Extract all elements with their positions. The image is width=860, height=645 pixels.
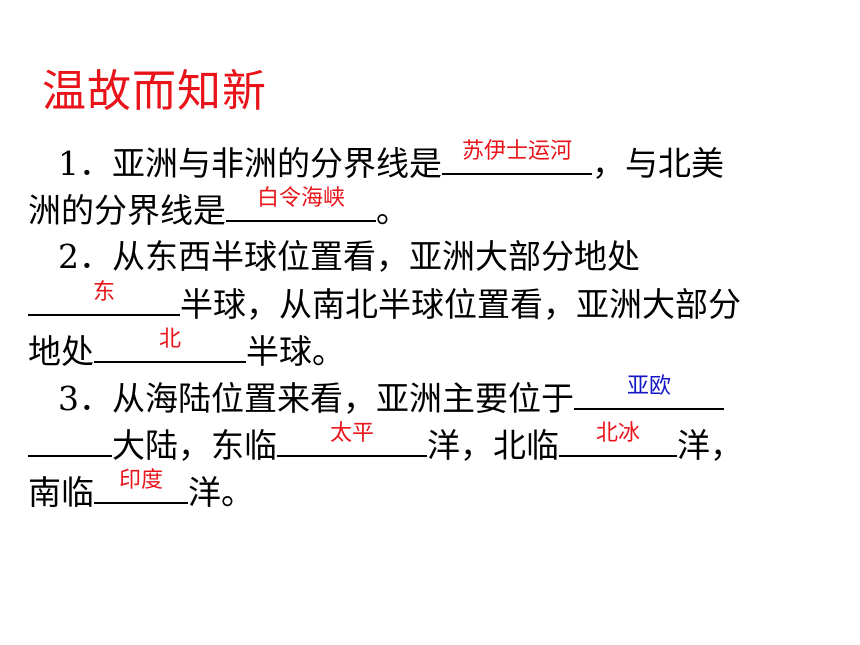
q3-answer-continent: 亚欧: [626, 374, 671, 399]
q3-blank-east: 太平: [277, 421, 427, 457]
q2-answer-ns: 北: [158, 327, 181, 352]
q1-blank-america: 白令海峡: [226, 186, 376, 222]
q3-line3-suffix: 洋。: [188, 473, 254, 512]
q2-line1-text: 2．从东西半球位置看，亚洲大部分地处: [58, 237, 640, 276]
q3-line1-prefix: 3．从海陆位置来看，亚洲主要位于: [58, 379, 574, 418]
q3-line2-c: 洋，: [677, 426, 743, 465]
q1-answer-america: 白令海峡: [256, 186, 345, 211]
q3-line3: 南临印度洋。: [28, 468, 254, 513]
q3-blank-continent-cont: [28, 425, 112, 457]
page-title: 温故而知新: [42, 66, 267, 117]
q3-blank-south: 印度: [94, 468, 188, 504]
q3-answer-east: 太平: [329, 421, 374, 446]
q2-blank-ew: 东: [28, 280, 180, 316]
q2-line2: 东 半球，从南北半球位置看，亚洲大部分: [28, 280, 741, 325]
q1-answer-africa: 苏伊士运河: [461, 139, 572, 164]
q3-line3-prefix: 南临: [28, 473, 94, 512]
q2-answer-ew: 东: [92, 280, 115, 305]
q3-line2: 大陆，东临 太平 洋，北临 北冰 洋，: [28, 421, 743, 466]
q3-blank-continent: 亚欧: [574, 374, 724, 410]
q3-line2-a: 大陆，东临: [112, 426, 277, 465]
q1-line1: 1．亚洲与非洲的分界线是苏伊士运河 ，与北美: [58, 139, 724, 184]
q2-blank-ns: 北: [94, 327, 246, 363]
q2-line2-text: 半球，从南北半球位置看，亚洲大部分: [180, 285, 741, 324]
q3-answer-south: 印度: [118, 468, 163, 493]
q1-line2: 洲的分界线是 白令海峡 。: [28, 186, 409, 231]
q1-prefix: 1．亚洲与非洲的分界线是: [58, 144, 442, 183]
q2-line3: 地处 北 半球。: [28, 327, 345, 372]
q3-blank-north: 北冰: [559, 421, 677, 457]
q2-line1: 2．从东西半球位置看，亚洲大部分地处: [58, 237, 640, 277]
q3-answer-north: 北冰: [595, 421, 640, 446]
q1-line2-prefix: 洲的分界线是: [28, 191, 226, 230]
q2-line3-prefix: 地处: [28, 332, 94, 371]
q1-blank-africa: 苏伊士运河: [442, 139, 592, 175]
q2-line3-suffix: 半球。: [246, 332, 345, 371]
q1-line2-suffix: 。: [376, 191, 409, 230]
q1-mid: ，与北美: [592, 144, 724, 183]
q3-line1: 3．从海陆位置来看，亚洲主要位于 亚欧: [58, 374, 724, 419]
q3-line2-b: 洋，北临: [427, 426, 559, 465]
